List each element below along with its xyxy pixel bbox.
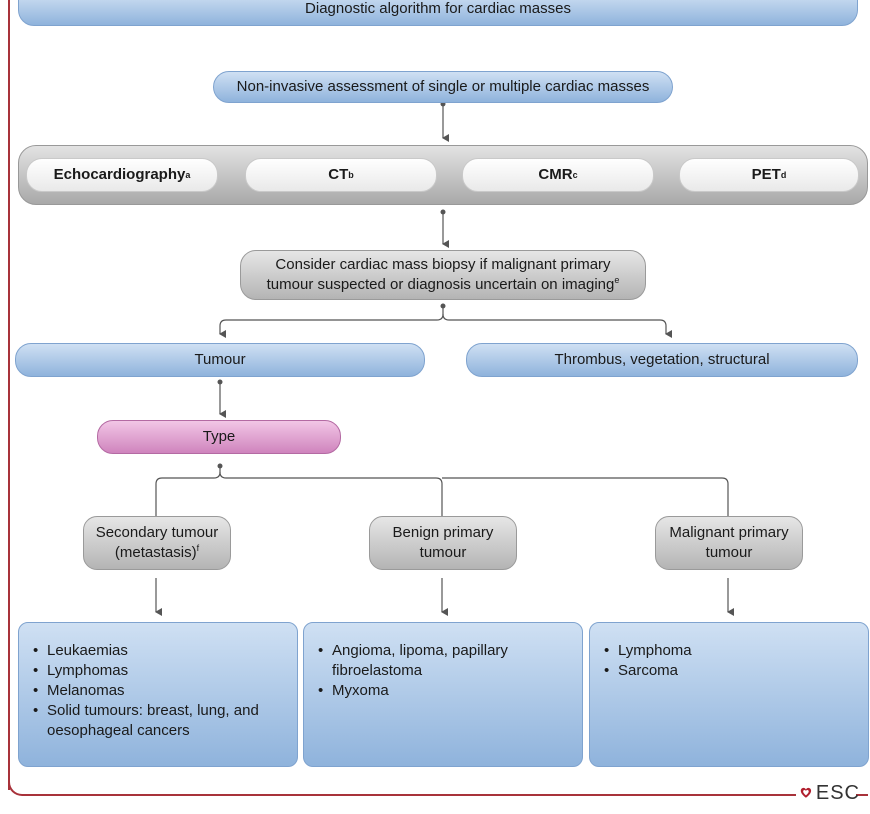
esc-logo-text: ESC: [815, 781, 860, 804]
esc-logo: ESC: [800, 776, 860, 810]
list-item: Sarcoma: [604, 661, 692, 681]
line-type-secondary: [155, 466, 221, 520]
arrow-biopsy-other: [442, 313, 672, 338]
heart-icon: [800, 787, 812, 798]
list-item: Angioma, lipoma, papillary fibroelastoma: [318, 641, 532, 681]
list-item: Leukaemias: [33, 641, 277, 661]
frame-bottom-border: [36, 794, 796, 796]
secondary-tumour-node: Secondary tumour (metastasis)f: [83, 516, 231, 570]
malignant-primary-tumour-node: Malignant primary tumour: [655, 516, 803, 570]
list-item: Myxoma: [318, 681, 532, 701]
secondary-tumour-items: Leukaemias Lymphomas Melanomas Solid tum…: [33, 641, 277, 741]
frame-corner: [8, 770, 38, 796]
type-node: Type: [97, 420, 341, 454]
benign-primary-tumour-items: Angioma, lipoma, papillary fibroelastoma…: [318, 641, 532, 701]
list-item: Lymphomas: [33, 661, 277, 681]
benign-primary-tumour-node: Benign primary tumour: [369, 516, 517, 570]
list-item: Lymphoma: [604, 641, 692, 661]
malignant-primary-tumour-list: Lymphoma Sarcoma: [589, 622, 869, 767]
list-item: Melanomas: [33, 681, 277, 701]
frame-left-border: [8, 0, 10, 790]
diagram-title: Diagnostic algorithm for cardiac masses: [18, 0, 858, 26]
benign-primary-tumour-list: Angioma, lipoma, papillary fibroelastoma…: [303, 622, 583, 767]
frame-bottom-end: [856, 794, 868, 796]
malignant-primary-tumour-items: Lymphoma Sarcoma: [604, 641, 692, 681]
list-item: Solid tumours: breast, lung, and oesopha…: [33, 701, 277, 741]
line-type-benign: [219, 471, 443, 520]
arrow-biopsy-tumour: [219, 304, 444, 338]
tumour-node: Tumour: [15, 343, 425, 377]
biopsy-node: Consider cardiac mass biopsy if malignan…: [240, 250, 646, 300]
thrombus-vegetation-structural-node: Thrombus, vegetation, structural: [466, 343, 858, 377]
assessment-node: Non-invasive assessment of single or mul…: [213, 71, 673, 103]
secondary-tumour-list: Leukaemias Lymphomas Melanomas Solid tum…: [18, 622, 298, 767]
line-type-malignant: [442, 477, 729, 520]
